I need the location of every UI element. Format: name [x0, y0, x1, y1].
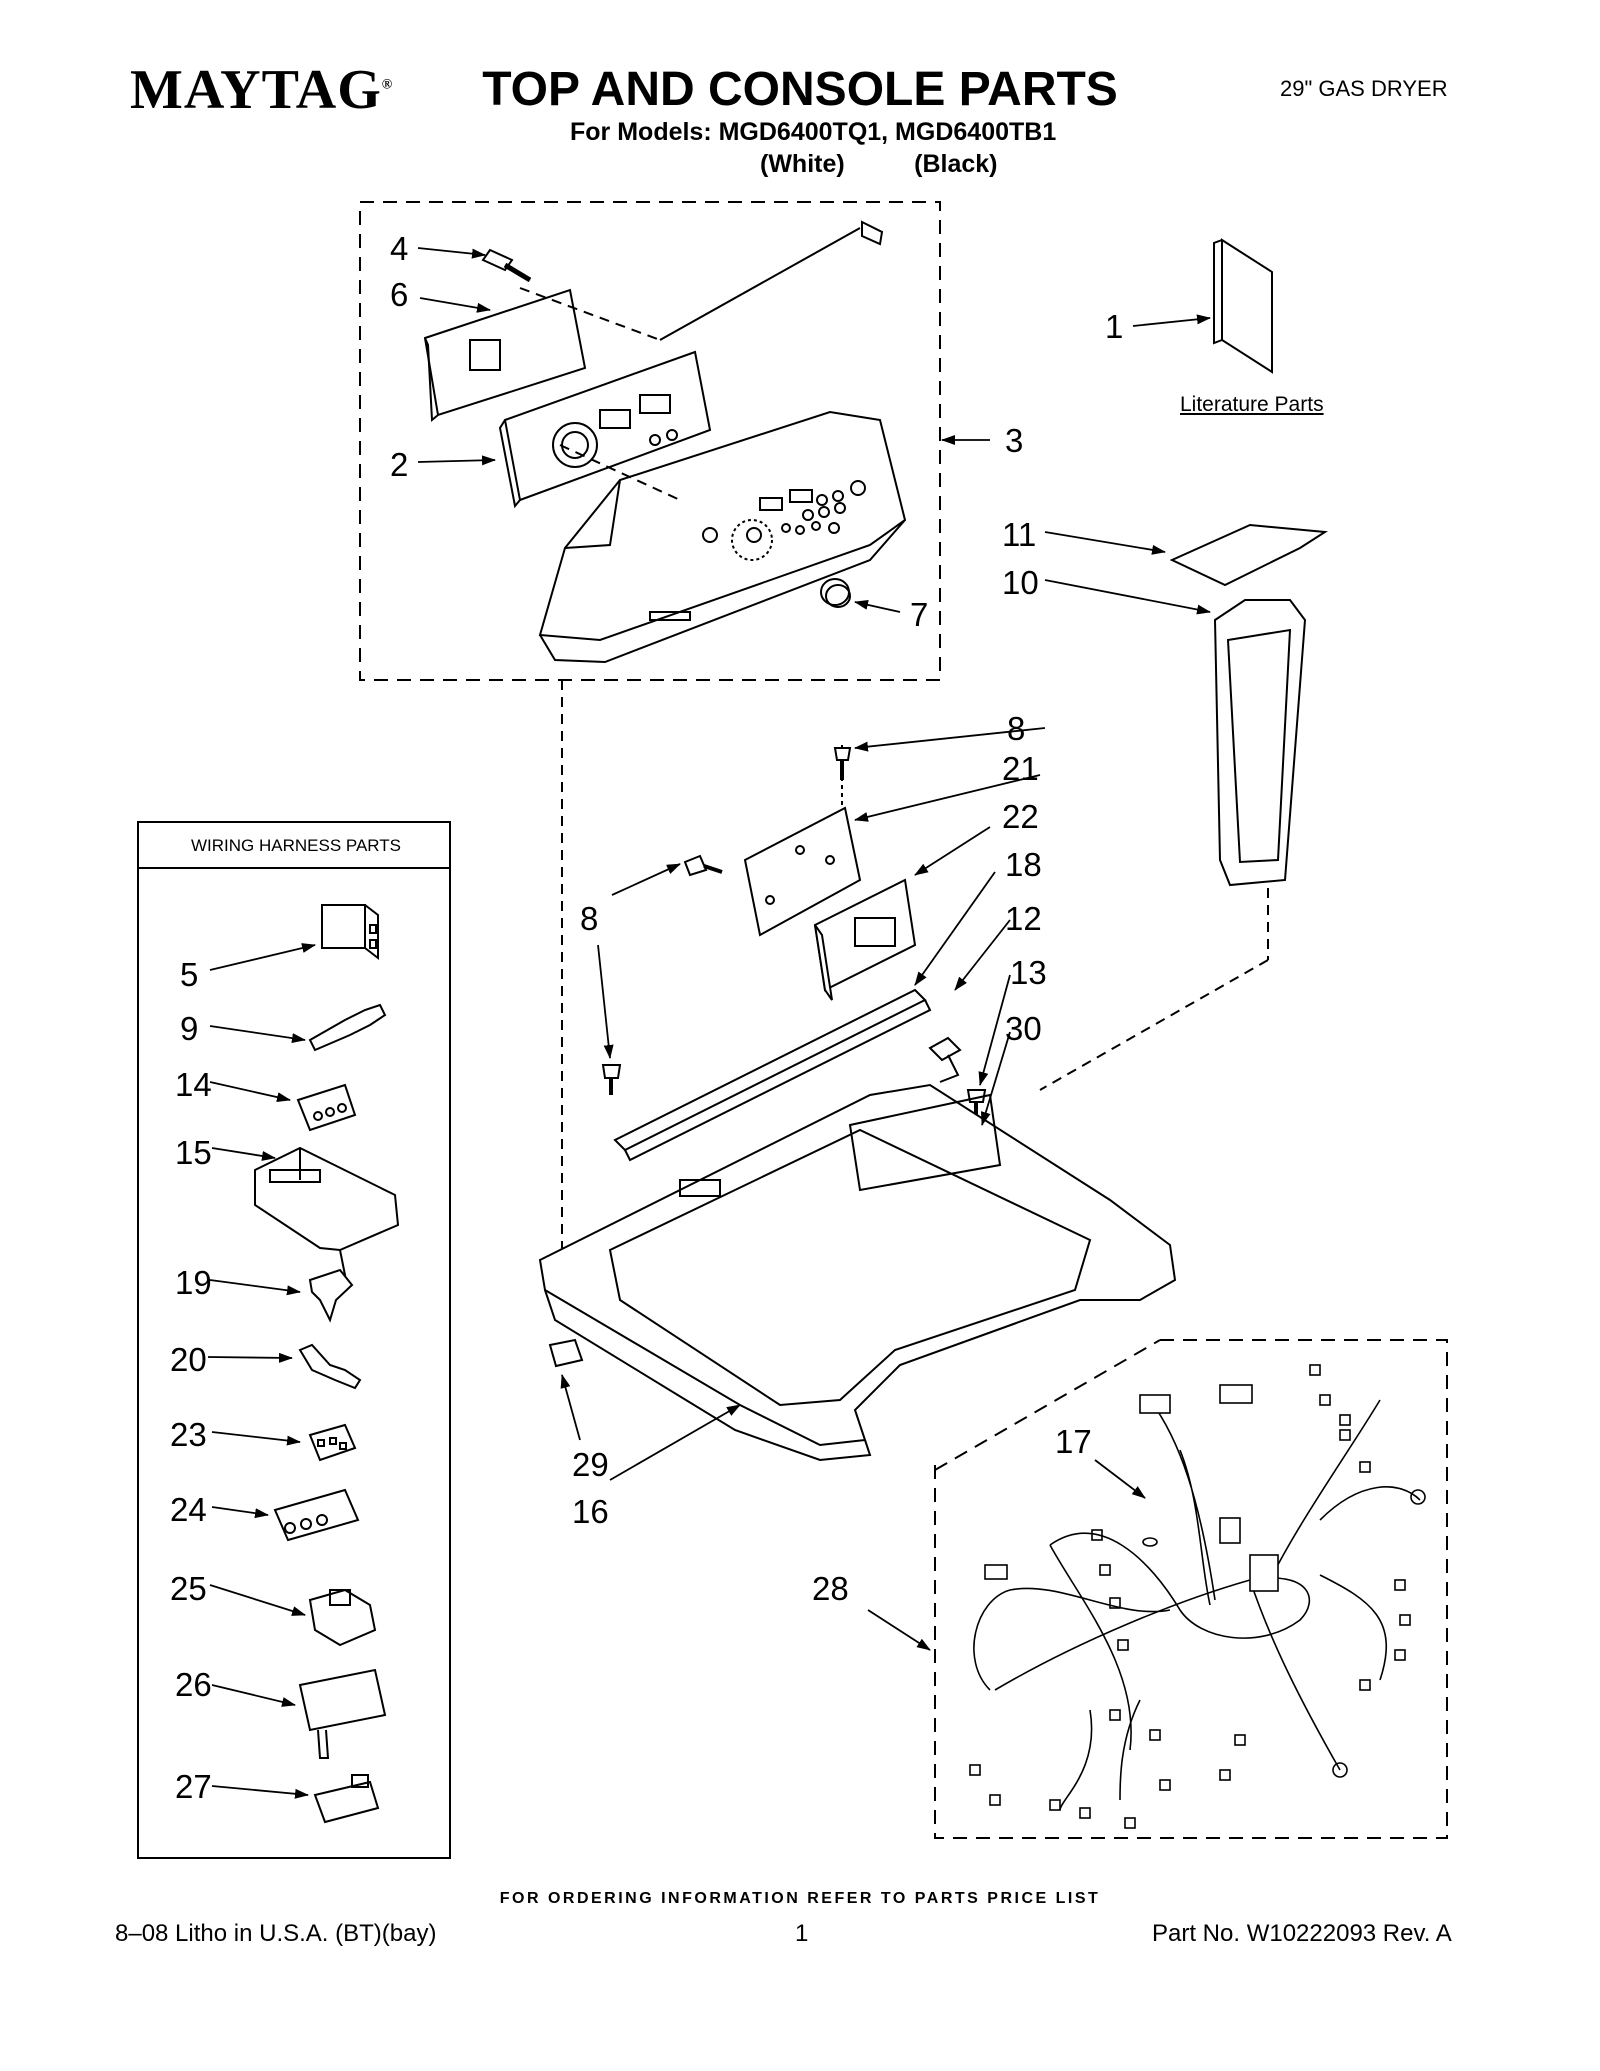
callout-7: 7	[910, 596, 929, 633]
callout-9: 9	[180, 1010, 199, 1047]
knob-part	[820, 578, 851, 608]
wiring-harness-parts-box	[137, 821, 451, 1859]
callout-22: 22	[1002, 798, 1039, 835]
harness-box-diagonal	[934, 1339, 1161, 1471]
clip-part-19	[308, 1268, 354, 1323]
connector-part-25	[308, 1588, 377, 1647]
terminal-part-9	[308, 1003, 387, 1052]
callout-18: 18	[1005, 846, 1042, 883]
callout-21: 21	[1002, 750, 1039, 787]
foot-part	[548, 1338, 584, 1368]
callout-3: 3	[1005, 422, 1024, 459]
rail-part	[613, 988, 932, 1162]
callout-28: 28	[812, 1570, 849, 1607]
callout-8-left: 8	[580, 900, 599, 937]
callout-15: 15	[175, 1134, 212, 1171]
connector-part-15	[254, 1146, 400, 1276]
brand-logo: MAYTAG®	[130, 59, 394, 121]
callout-4: 4	[390, 230, 409, 267]
callout-17: 17	[1055, 1423, 1092, 1460]
screw-part-8-left	[683, 854, 723, 877]
console-panel	[538, 410, 907, 664]
screw-part-8-lower	[601, 1064, 622, 1095]
callout-14: 14	[175, 1066, 212, 1103]
connector-part-24	[273, 1488, 360, 1542]
callout-11: 11	[1002, 516, 1037, 553]
console-group-box	[359, 201, 941, 681]
callout-29: 29	[572, 1446, 609, 1483]
lint-screen-cover-part	[1169, 523, 1328, 587]
lint-screen-part	[1039, 599, 1307, 1091]
callout-24: 24	[170, 1491, 207, 1528]
callout-16: 16	[572, 1493, 609, 1530]
page-title: TOP AND CONSOLE PARTS	[482, 63, 1118, 116]
callout-5: 5	[180, 956, 199, 993]
screw-part	[481, 248, 532, 283]
callout-20: 20	[170, 1341, 207, 1378]
callout-30: 30	[1005, 1010, 1042, 1047]
callout-27: 27	[175, 1768, 212, 1805]
hinge-part	[928, 1036, 962, 1083]
connector-part-26	[298, 1668, 387, 1759]
callout-23: 23	[170, 1416, 207, 1453]
callout-12: 12	[1005, 900, 1042, 937]
page-number: 1	[795, 1920, 809, 1947]
harness-group-box	[934, 1339, 1448, 1839]
callout-2: 2	[390, 446, 409, 483]
terminal-part-20	[298, 1343, 362, 1390]
screw-part-8-top	[833, 747, 852, 780]
connector-part-23	[308, 1423, 357, 1462]
connector-part-27	[313, 1774, 380, 1824]
literature-part	[1213, 238, 1273, 374]
callout-6: 6	[390, 276, 409, 313]
control-board-part	[498, 220, 884, 509]
wiring-harness-parts-title: WIRING HARNESS PARTS	[190, 836, 401, 855]
literature-parts-label: Literature Parts	[1180, 393, 1324, 416]
part-number: Part No. W10222093 Rev. A	[1152, 1920, 1452, 1947]
model-variants: (White) (Black)	[760, 150, 998, 178]
callout-25: 25	[170, 1570, 207, 1607]
connector-part-14	[296, 1083, 357, 1132]
callout-26: 26	[175, 1666, 212, 1703]
wiring-harness-part	[969, 1364, 1426, 1829]
board-housing-part	[423, 288, 587, 423]
model-numbers: For Models: MGD6400TQ1, MGD6400TB1	[570, 118, 1057, 146]
callout-leaders	[207, 247, 1211, 1799]
litho-info: 8–08 Litho in U.S.A. (BT)(bay)	[115, 1920, 437, 1947]
product-label: 29" GAS DRYER	[1280, 76, 1448, 101]
callout-13: 13	[1010, 954, 1047, 991]
ordering-info: FOR ORDERING INFORMATION REFER TO PARTS …	[499, 1890, 1101, 1907]
callout-1: 1	[1105, 308, 1124, 345]
callout-19: 19	[175, 1264, 212, 1301]
callout-8-top: 8	[1007, 710, 1026, 747]
connector-part-5	[321, 904, 379, 961]
callout-10: 10	[1002, 564, 1039, 601]
electronic-module-part	[813, 878, 917, 1001]
